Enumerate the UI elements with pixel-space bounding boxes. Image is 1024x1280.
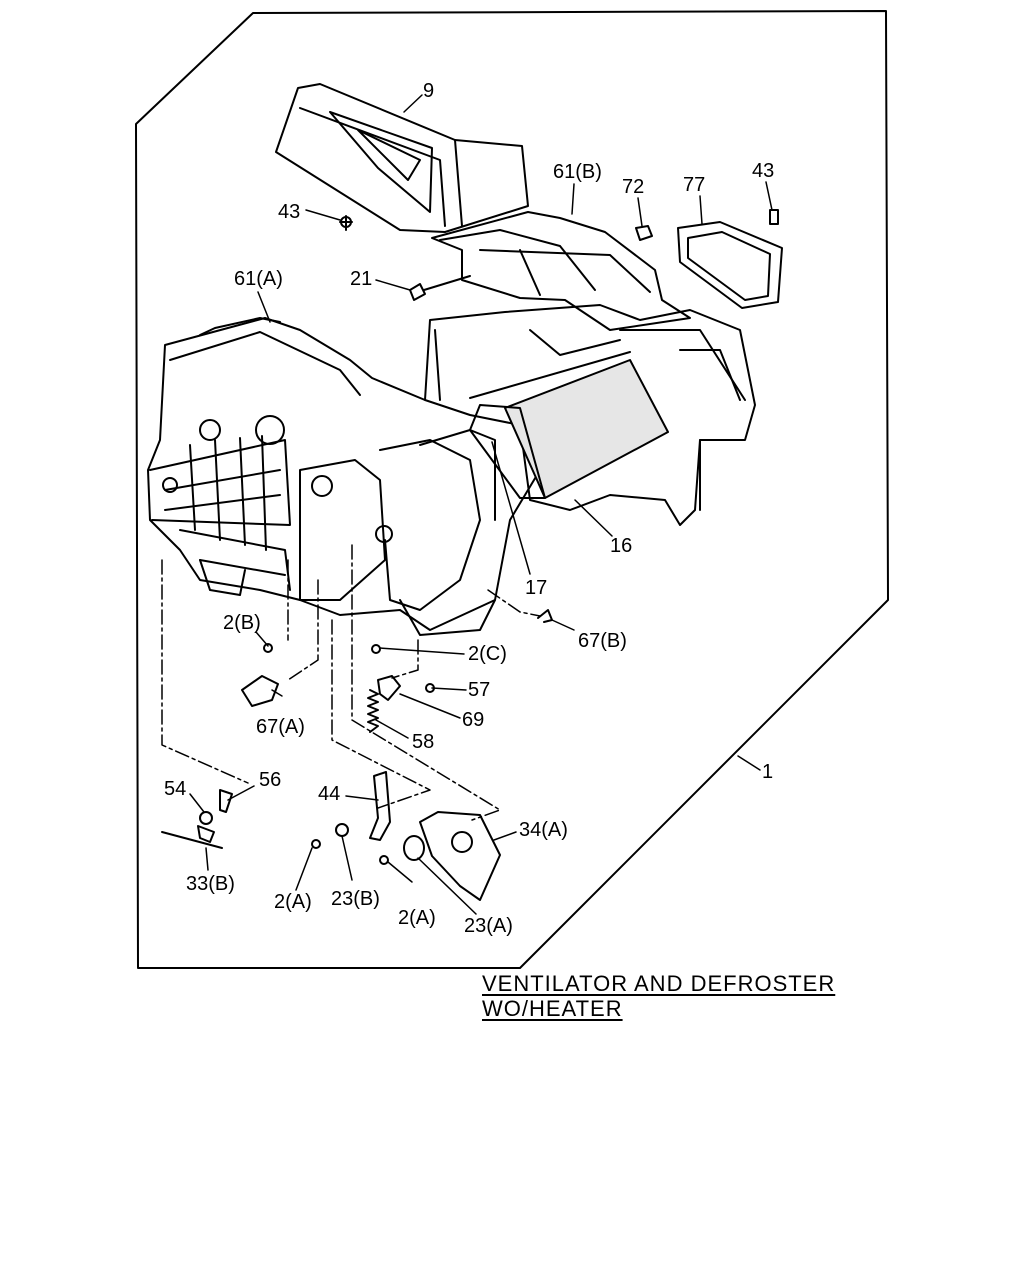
callout-1: 1 [762,761,773,783]
callout-67a: 67(A) [256,716,305,738]
callout-44: 44 [318,783,340,805]
callout-23b: 23(B) [331,888,380,910]
duct-part-9 [275,83,529,233]
callout-33b: 33(B) [186,873,235,895]
callout-21: 21 [350,268,372,290]
callout-57: 57 [468,679,490,701]
case-part-61a [147,317,541,636]
callout-2c: 2(C) [468,643,507,665]
callout-16: 16 [610,535,632,557]
callout-58: 58 [412,731,434,753]
callout-43-left: 43 [278,201,300,223]
blower-housing [424,304,756,526]
callout-56: 56 [259,769,281,791]
callout-17: 17 [525,577,547,599]
callout-54: 54 [164,778,186,800]
filter-frame-part-77 [677,221,783,309]
diagram-caption-line1: VENTILATOR AND DEFROSTER [482,971,836,996]
case-part-61b [431,211,691,331]
callout-34a: 34(A) [519,819,568,841]
callout-61a: 61(A) [234,268,283,290]
callout-61b: 61(B) [553,161,602,183]
callout-labels: 9 61(B) 72 77 43 43 21 61(A) 16 17 67(B)… [164,80,774,937]
callout-2a-left: 2(A) [274,891,312,913]
diagram-caption-line2: WO/HEATER [482,996,623,1021]
callout-72: 72 [622,176,644,198]
callout-23a: 23(A) [464,915,513,937]
callout-2b: 2(B) [223,612,261,634]
callout-67b: 67(B) [578,630,627,652]
small-parts [161,209,779,901]
linkage-lines [161,544,541,821]
assembly-boundary [135,10,889,969]
callout-9: 9 [423,80,434,102]
callout-2a-right: 2(A) [398,907,436,929]
callout-69: 69 [462,709,484,731]
callout-77: 77 [683,174,705,196]
callout-43-right: 43 [752,160,774,182]
leader-lines [189,94,773,915]
evaporator-core-part-16 [469,351,669,499]
